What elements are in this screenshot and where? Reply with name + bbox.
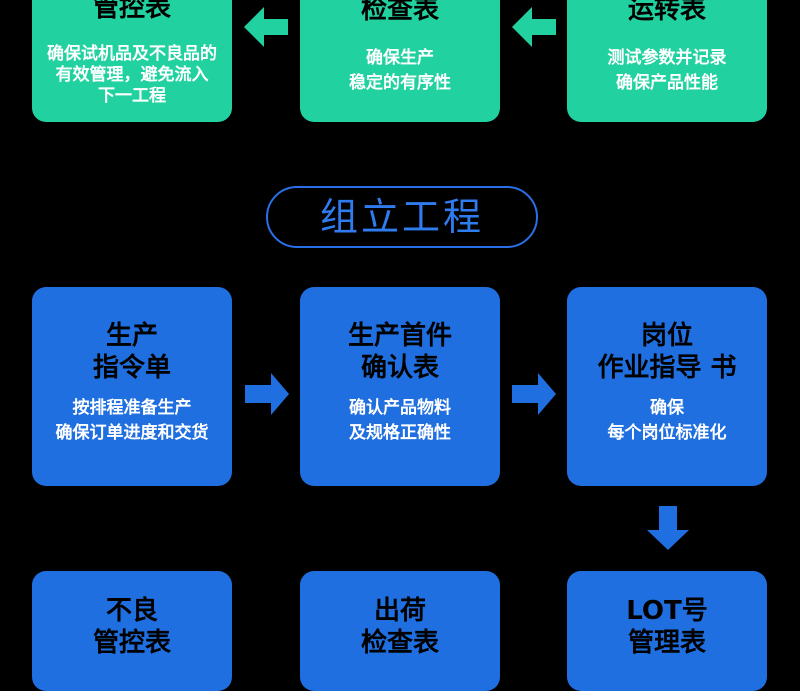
section-title-banner: 组立工程 [266,186,538,248]
card-desc-line: 确保产品性能 [616,73,718,93]
card-title-line: 作业指导 书 [597,353,737,383]
card-desc-line: 有效管理，避免流入 [55,65,209,85]
card-defect-control-bottom: 不良 管控表 [32,571,232,691]
card-title-line: 指令单 [92,353,171,383]
card-desc-line: 确保 [650,398,684,418]
card-desc-line: 下一工程 [98,86,166,106]
arrow-left-icon [244,7,288,47]
card-desc-line: 测试参数并记录 [607,48,727,68]
card-operation-top: 运转表 测试参数并记录 确保产品性能 [567,0,767,122]
card-desc-line: 确保试机品及不良品的 [47,44,217,64]
card-defect-control-top: 管控表 确保试机品及不良品的 有效管理，避免流入 下一工程 [32,0,232,122]
card-desc-line: 稳定的有序性 [349,73,451,93]
card-desc-line: 及规格正确性 [349,423,451,443]
card-title-line: 检查表 [360,628,439,658]
card-desc-line: 确保生产 [366,48,434,68]
card-desc-line: 确认产品物料 [349,398,451,418]
card-production-order: 生产 指令单 按排程准备生产 确保订单进度和交货 [32,287,232,486]
card-desc-line: 按排程准备生产 [72,398,192,418]
card-title-line: 管理表 [627,628,706,658]
card-title-line: 生产首件 [347,321,452,351]
card-shipping-inspection: 出荷 检查表 [300,571,500,691]
card-title: 运转表 [627,0,706,25]
card-desc-line: 确保订单进度和交货 [55,423,209,443]
card-title-line: 不良 [105,596,158,626]
card-inspection-top: 检查表 确保生产 稳定的有序性 [300,0,500,122]
card-title-line: 出荷 [373,596,426,626]
arrow-left-icon [512,7,556,47]
card-title-line: 岗位 [640,321,693,351]
card-title-line: 确认表 [360,353,439,383]
card-first-article: 生产首件 确认表 确认产品物料 及规格正确性 [300,287,500,486]
card-desc-line: 每个岗位标准化 [607,423,727,443]
card-work-instruction: 岗位 作业指导 书 确保 每个岗位标准化 [567,287,767,486]
card-title-line: 生产 [105,321,158,351]
arrow-right-icon [245,373,289,415]
card-title: 检查表 [360,0,439,25]
card-title-line: 管控表 [92,628,171,658]
card-title-line: LOT号 [626,596,708,626]
card-lot-management: LOT号 管理表 [567,571,767,691]
arrow-right-icon [512,373,556,415]
card-title: 管控表 [92,0,171,23]
arrow-down-icon [647,506,689,550]
